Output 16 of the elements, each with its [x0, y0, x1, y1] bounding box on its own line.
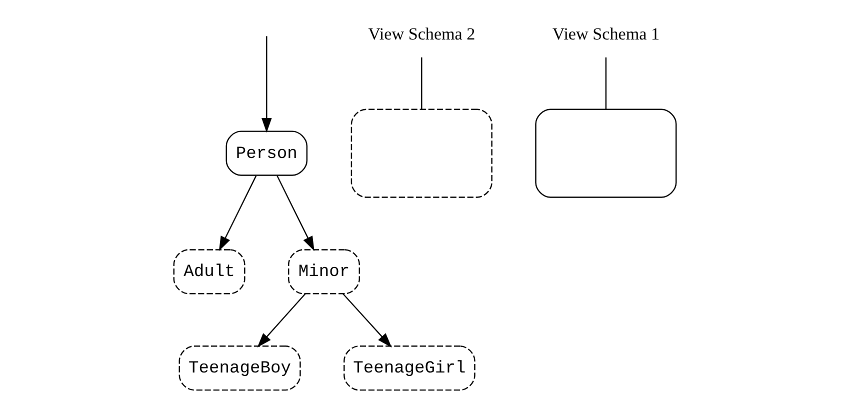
- arrow: [256, 293, 306, 348]
- node-box: Person: [225, 130, 308, 176]
- arrow: [342, 293, 392, 348]
- node-text: View Schema 1: [552, 24, 659, 44]
- connector: [604, 57, 606, 110]
- node-box: Minor: [288, 249, 360, 294]
- node-box: TeenageGirl: [343, 346, 475, 391]
- connector: [420, 57, 422, 110]
- arrow: [261, 36, 272, 133]
- node-box: [350, 108, 492, 198]
- arrow: [218, 176, 256, 251]
- node-box: Adult: [172, 249, 245, 294]
- node-box: [534, 108, 676, 198]
- node-box: TeenageBoy: [178, 346, 300, 391]
- node-text: View Schema 2: [368, 24, 475, 44]
- arrow: [276, 176, 314, 251]
